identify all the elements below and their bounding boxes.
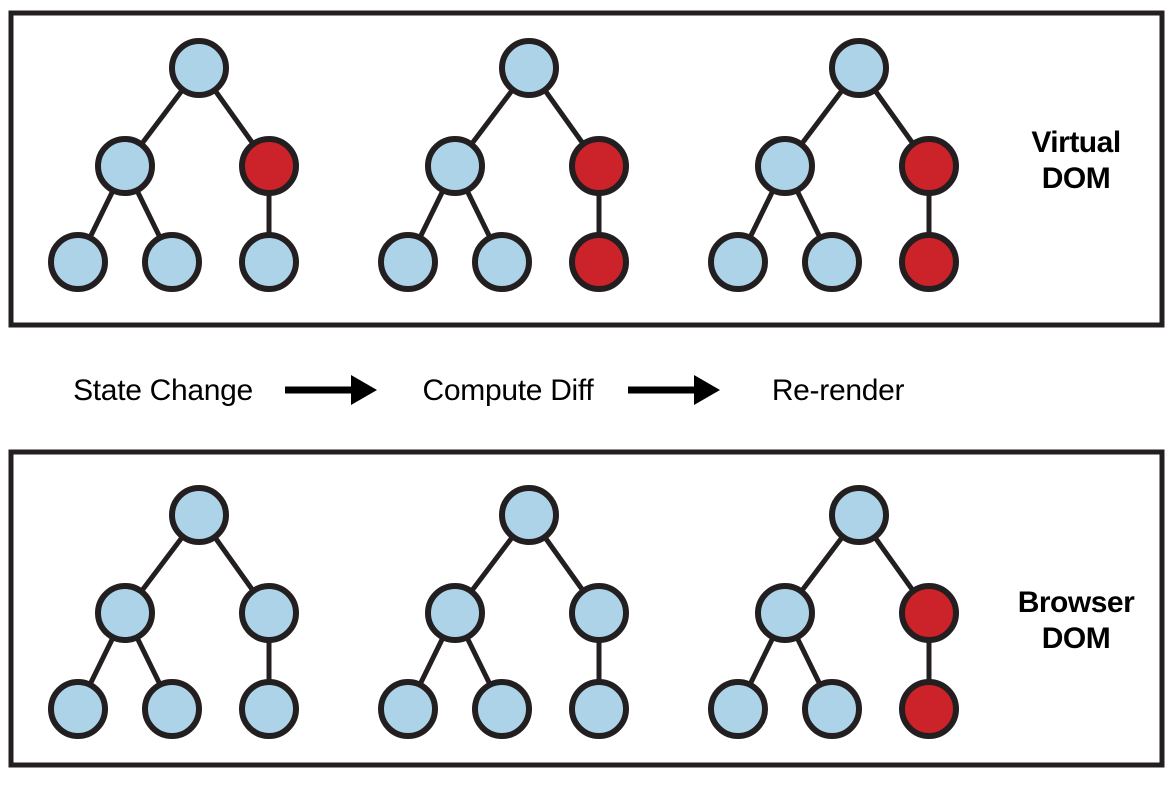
browser-dom-tree-3-left-leaf-node — [708, 679, 768, 739]
virtual-dom-tree-3-root-node — [829, 38, 889, 98]
flow-step-compute-diff: Compute Diff — [423, 374, 595, 407]
browser-dom-tree-2-left-child-node — [425, 583, 485, 643]
browser-dom-tree-1-right-child-node — [239, 583, 299, 643]
browser-dom-tree-2-root-node — [499, 485, 559, 545]
virtual-dom-tree-1-root-node — [169, 38, 229, 98]
browser-dom-tree-3-middle-leaf-node — [802, 679, 862, 739]
flow-arrow-2-shaft — [628, 386, 696, 394]
virtual-dom-tree-2-right-leaf-node — [569, 232, 629, 292]
browser-dom-tree-2-right-child-node — [569, 583, 629, 643]
browser-dom-tree-1-middle-leaf-node — [142, 679, 202, 739]
virtual-dom-tree-3 — [708, 38, 959, 292]
trees-layer — [48, 38, 959, 739]
flow-arrow-1-shaft — [285, 386, 353, 394]
virtual-dom-tree-3-right-child-node — [899, 136, 959, 196]
virtual-dom-tree-2-right-child-node — [569, 136, 629, 196]
browser-dom-tree-3-right-child-node — [899, 583, 959, 643]
virtual-dom-tree-2-root-node — [499, 38, 559, 98]
browser-dom-tree-2-middle-leaf-node — [472, 679, 532, 739]
virtual-dom-panel-label-line: Virtual — [1031, 126, 1120, 159]
virtual-dom-tree-2-left-leaf-node — [378, 232, 438, 292]
virtual-dom-tree-3-right-leaf-node — [899, 232, 959, 292]
flow-arrow-1-head — [351, 375, 377, 405]
virtual-dom-tree-2-left-child-node — [425, 136, 485, 196]
browser-dom-tree-2-left-leaf-node — [378, 679, 438, 739]
virtual-dom-tree-3-left-child-node — [755, 136, 815, 196]
virtual-dom-tree-1-right-leaf-node — [239, 232, 299, 292]
flow-arrow-2-head — [694, 375, 720, 405]
virtual-dom-panel-label-line: DOM — [1042, 162, 1111, 195]
browser-dom-tree-1-root-node — [169, 485, 229, 545]
flow-layer: State Change Compute Diff Re-render — [73, 374, 905, 407]
virtual-dom-tree-3-middle-leaf-node — [802, 232, 862, 292]
browser-dom-tree-1-left-leaf-node — [48, 679, 108, 739]
flow-step-state-change: State Change — [73, 374, 253, 407]
virtual-dom-tree-2 — [378, 38, 629, 292]
browser-dom-tree-1 — [48, 485, 299, 739]
browser-dom-panel-label-line: Browser — [1018, 586, 1135, 619]
virtual-dom-tree-1 — [48, 38, 299, 292]
flow-step-re-render: Re-render — [772, 374, 905, 407]
browser-dom-tree-3-left-child-node — [755, 583, 815, 643]
virtual-dom-tree-2-middle-leaf-node — [472, 232, 532, 292]
virtual-dom-tree-1-left-leaf-node — [48, 232, 108, 292]
browser-dom-tree-2 — [378, 485, 629, 739]
virtual-dom-tree-1-right-child-node — [239, 136, 299, 196]
browser-dom-panel-label-line: DOM — [1042, 622, 1111, 655]
browser-dom-tree-1-right-leaf-node — [239, 679, 299, 739]
browser-dom-tree-3 — [708, 485, 959, 739]
browser-dom-tree-1-left-child-node — [95, 583, 155, 643]
virtual-dom-tree-1-left-child-node — [95, 136, 155, 196]
flow-arrow-2 — [628, 375, 720, 405]
virtual-dom-tree-1-middle-leaf-node — [142, 232, 202, 292]
flow-arrow-1 — [285, 375, 377, 405]
virtual-dom-tree-3-left-leaf-node — [708, 232, 768, 292]
browser-dom-tree-3-right-leaf-node — [899, 679, 959, 739]
browser-dom-tree-2-right-leaf-node — [569, 679, 629, 739]
browser-dom-tree-3-root-node — [829, 485, 889, 545]
